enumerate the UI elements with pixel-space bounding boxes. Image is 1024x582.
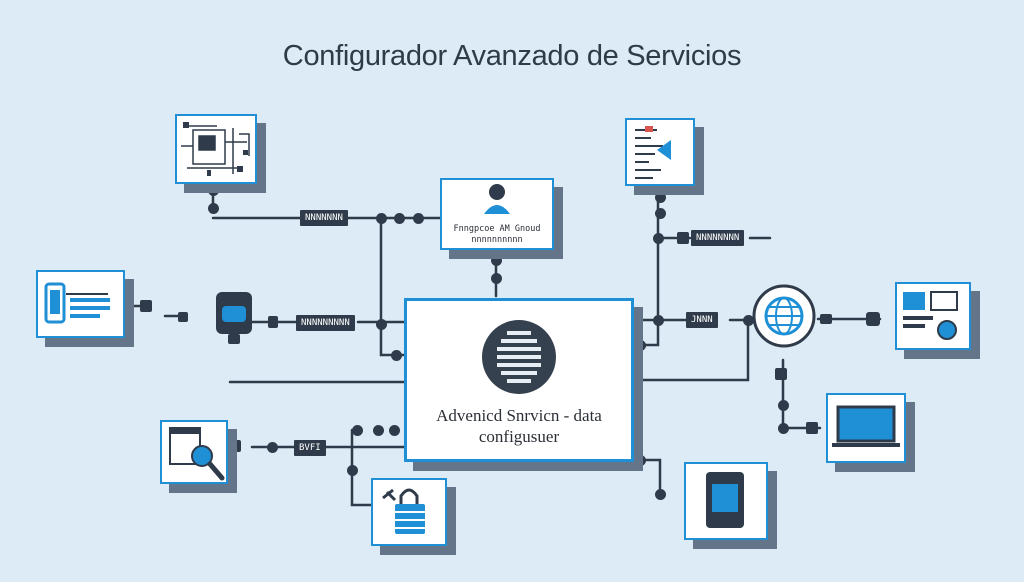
dashboard-card[interactable] xyxy=(895,282,971,350)
connector-dot xyxy=(777,422,789,434)
wire-right-low xyxy=(632,318,750,382)
search-card[interactable] xyxy=(160,420,228,484)
user-icon xyxy=(484,184,510,214)
plug-top-right xyxy=(677,232,689,244)
tablet-icon xyxy=(706,472,744,528)
phone-icon xyxy=(44,282,110,324)
connector-dot xyxy=(742,314,754,326)
schematic-card[interactable] xyxy=(175,114,257,184)
central-service-card[interactable]: Advenicd Snrvicn - data configusuer xyxy=(404,298,634,462)
plug-right-1 xyxy=(820,314,832,324)
tag-mid-left: NNNNNNNNN xyxy=(296,315,355,331)
plug-left-1 xyxy=(140,300,152,312)
tag-top-left: NNNNNNN xyxy=(300,210,348,226)
connector-dot xyxy=(207,202,219,214)
connector-dot xyxy=(266,441,278,453)
connector-dot xyxy=(490,272,502,284)
document-icon xyxy=(635,126,671,179)
dashboard-icon xyxy=(903,291,958,340)
connector-dot xyxy=(654,488,666,500)
document-card[interactable] xyxy=(625,118,695,186)
connector-dot xyxy=(412,212,424,224)
tag-bottom-left: BVFI xyxy=(294,440,326,456)
connector-dot xyxy=(375,212,387,224)
center-label-line1: Advenicd Snrvicn - data xyxy=(436,406,602,425)
connector-dot xyxy=(652,232,664,244)
connector-dot xyxy=(652,314,664,326)
connector-dot xyxy=(634,339,646,351)
wire-left-bus xyxy=(379,216,406,357)
connector-dot xyxy=(207,184,219,196)
user-card[interactable]: Fnngpcoe AM Gnoud nnnnnnnnnn xyxy=(440,178,554,250)
connector-dot xyxy=(346,464,358,476)
laptop-card[interactable] xyxy=(826,393,906,463)
connector-dot xyxy=(654,191,666,203)
globe-icon xyxy=(752,284,816,348)
tablet-card[interactable] xyxy=(684,462,768,540)
magnifier-icon xyxy=(169,427,225,481)
central-service-label: Advenicd Snrvicn - data configusuer xyxy=(407,405,631,447)
plug-right-2 xyxy=(866,312,880,326)
wire-globe-down xyxy=(781,358,822,430)
plug-globe-2 xyxy=(806,422,818,434)
schematic-icon xyxy=(181,122,250,176)
connector-dot xyxy=(372,424,384,436)
connector-dot xyxy=(388,424,400,436)
connector-dot xyxy=(634,454,646,466)
user-label-line1: Fnngpcoe AM Gnoud xyxy=(453,224,541,234)
security-card[interactable] xyxy=(371,478,447,546)
user-label-line2: nnnnnnnnnn xyxy=(471,235,523,245)
usb-plug-icon xyxy=(216,292,252,344)
connector-dot xyxy=(654,207,666,219)
connector-dot xyxy=(375,318,387,330)
phone-card[interactable] xyxy=(36,270,125,338)
server-globe-icon xyxy=(482,320,556,394)
lock-icon xyxy=(382,488,425,534)
tag-top-right: NNNNNNNN xyxy=(691,230,745,246)
plug-left-2 xyxy=(178,312,188,322)
connector-dot xyxy=(351,424,363,436)
wire-usb xyxy=(125,304,406,324)
wire-lock xyxy=(350,428,373,507)
connector-dot xyxy=(393,212,405,224)
connector-dot xyxy=(777,399,789,411)
diagram-title: Configurador Avanzado de Servicios xyxy=(282,40,742,72)
connector-dot xyxy=(390,349,402,361)
user-card-label: Fnngpcoe AM Gnoud nnnnnnnnnn xyxy=(442,224,552,246)
plug-globe-1 xyxy=(775,368,787,380)
center-label-line2: configusuer xyxy=(478,427,560,446)
laptop-icon xyxy=(832,405,900,447)
connector-dot xyxy=(490,254,502,266)
tag-mid-right: JNNN xyxy=(686,312,718,328)
plug-bottom-left xyxy=(227,440,241,452)
plug-left-3 xyxy=(268,316,278,328)
